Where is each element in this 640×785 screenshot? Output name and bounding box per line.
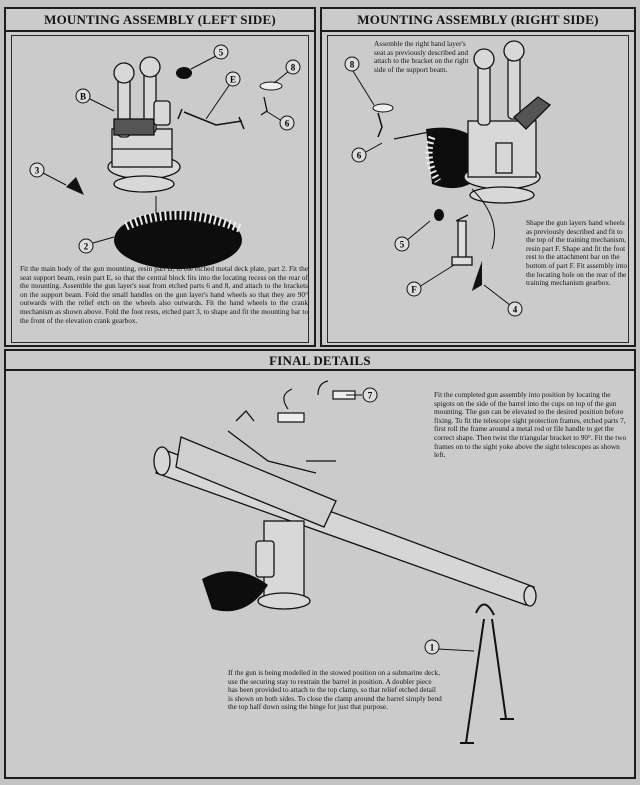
svg-text:6: 6 [285,119,290,129]
final-callouts: 7 1 [362,387,440,655]
assembly-arrow [471,188,495,250]
left-assembly-diagram: 5 8 E B 6 3 2 [29,44,301,269]
left-diagram-frame [11,35,309,343]
callout-5: 5 [394,236,410,252]
svg-text:1: 1 [430,643,435,653]
gun-mounting [255,520,311,610]
sight-yoke [227,410,336,474]
title-divider [322,30,634,32]
final-panel-title: FINAL DETAILS [269,353,371,368]
right-top-note: Assemble the right hand layer's seat as … [374,39,469,74]
callout-f: F [406,281,422,297]
svg-text:6: 6 [357,151,362,161]
final-bottom-instructions: If the gun is being modelled in the stow… [228,668,442,712]
callout-3: 3 [29,162,45,178]
callout-2: 2 [78,238,94,254]
svg-text:3: 3 [35,166,40,176]
seat-part-5 [176,67,192,79]
final-details-panel: FINAL DETAILS [4,349,636,779]
right-instructions: Shape the gun layers hand wheels as prev… [526,218,627,288]
title-divider [6,30,314,32]
svg-text:7: 7 [368,391,373,401]
callout-8: 8 [344,56,360,72]
left-panel-title: MOUNTING ASSEMBLY (LEFT SIDE) [44,12,276,27]
mounting-body-part-b [107,56,181,193]
svg-text:8: 8 [350,60,355,70]
deck-plate-part-2 [114,210,244,269]
callout-1: 1 [424,639,440,655]
leader-lines [346,394,475,652]
mounting-body-right [463,40,552,204]
right-callouts: 8 6 5 F 4 [344,56,523,317]
sight-frames-part-7 [277,380,356,423]
foot-rest-part-3 [66,177,84,195]
right-panel-title: MOUNTING ASSEMBLY (RIGHT SIDE) [357,12,599,27]
securing-stay-part-1 [460,603,514,744]
seat-beam-part-e [177,108,245,130]
svg-text:E: E [230,75,236,85]
training-mechanism-part-f [451,214,473,266]
callout-b: B [75,88,91,104]
callout-7: 7 [362,387,378,403]
seat-bracket [377,112,383,138]
callout-8: 8 [285,59,301,75]
hand-wheel-part-5 [434,209,444,221]
deck-plate-edge [202,571,268,612]
seat-part-8 [259,81,283,91]
right-assembly-panel: MOUNTING ASSEMBLY (RIGHT SIDE) Assemble … [320,7,636,347]
svg-text:5: 5 [219,48,224,58]
final-top-instructions: Fit the completed gun assembly into posi… [434,390,627,460]
left-assembly-panel: MOUNTING ASSEMBLY (LEFT SIDE) [4,7,316,347]
foot-rest-part-4 [472,261,482,291]
title-divider [6,369,634,371]
left-callouts: 5 8 E B 6 3 2 [29,44,301,254]
svg-text:2: 2 [84,242,89,252]
seat-bracket [260,96,268,116]
svg-text:B: B [80,92,86,102]
leader-lines [42,55,290,244]
svg-text:8: 8 [291,63,296,73]
callout-5: 5 [213,44,229,60]
callout-e: E [225,71,241,87]
left-instructions: Fit the main body of the gun mounting, r… [20,264,308,325]
final-assembly-diagram: 7 1 [153,380,537,744]
seat-part-8 [372,103,394,113]
right-assembly-diagram: 8 6 5 F 4 [344,40,552,317]
svg-text:F: F [411,285,417,295]
callout-6: 6 [279,115,295,131]
callout-4: 4 [507,301,523,317]
callout-6: 6 [351,147,367,163]
svg-text:5: 5 [400,240,405,250]
gun-barrel [153,436,537,607]
svg-text:4: 4 [513,305,518,315]
right-diagram-frame [327,35,629,343]
leader-lines [352,70,511,306]
